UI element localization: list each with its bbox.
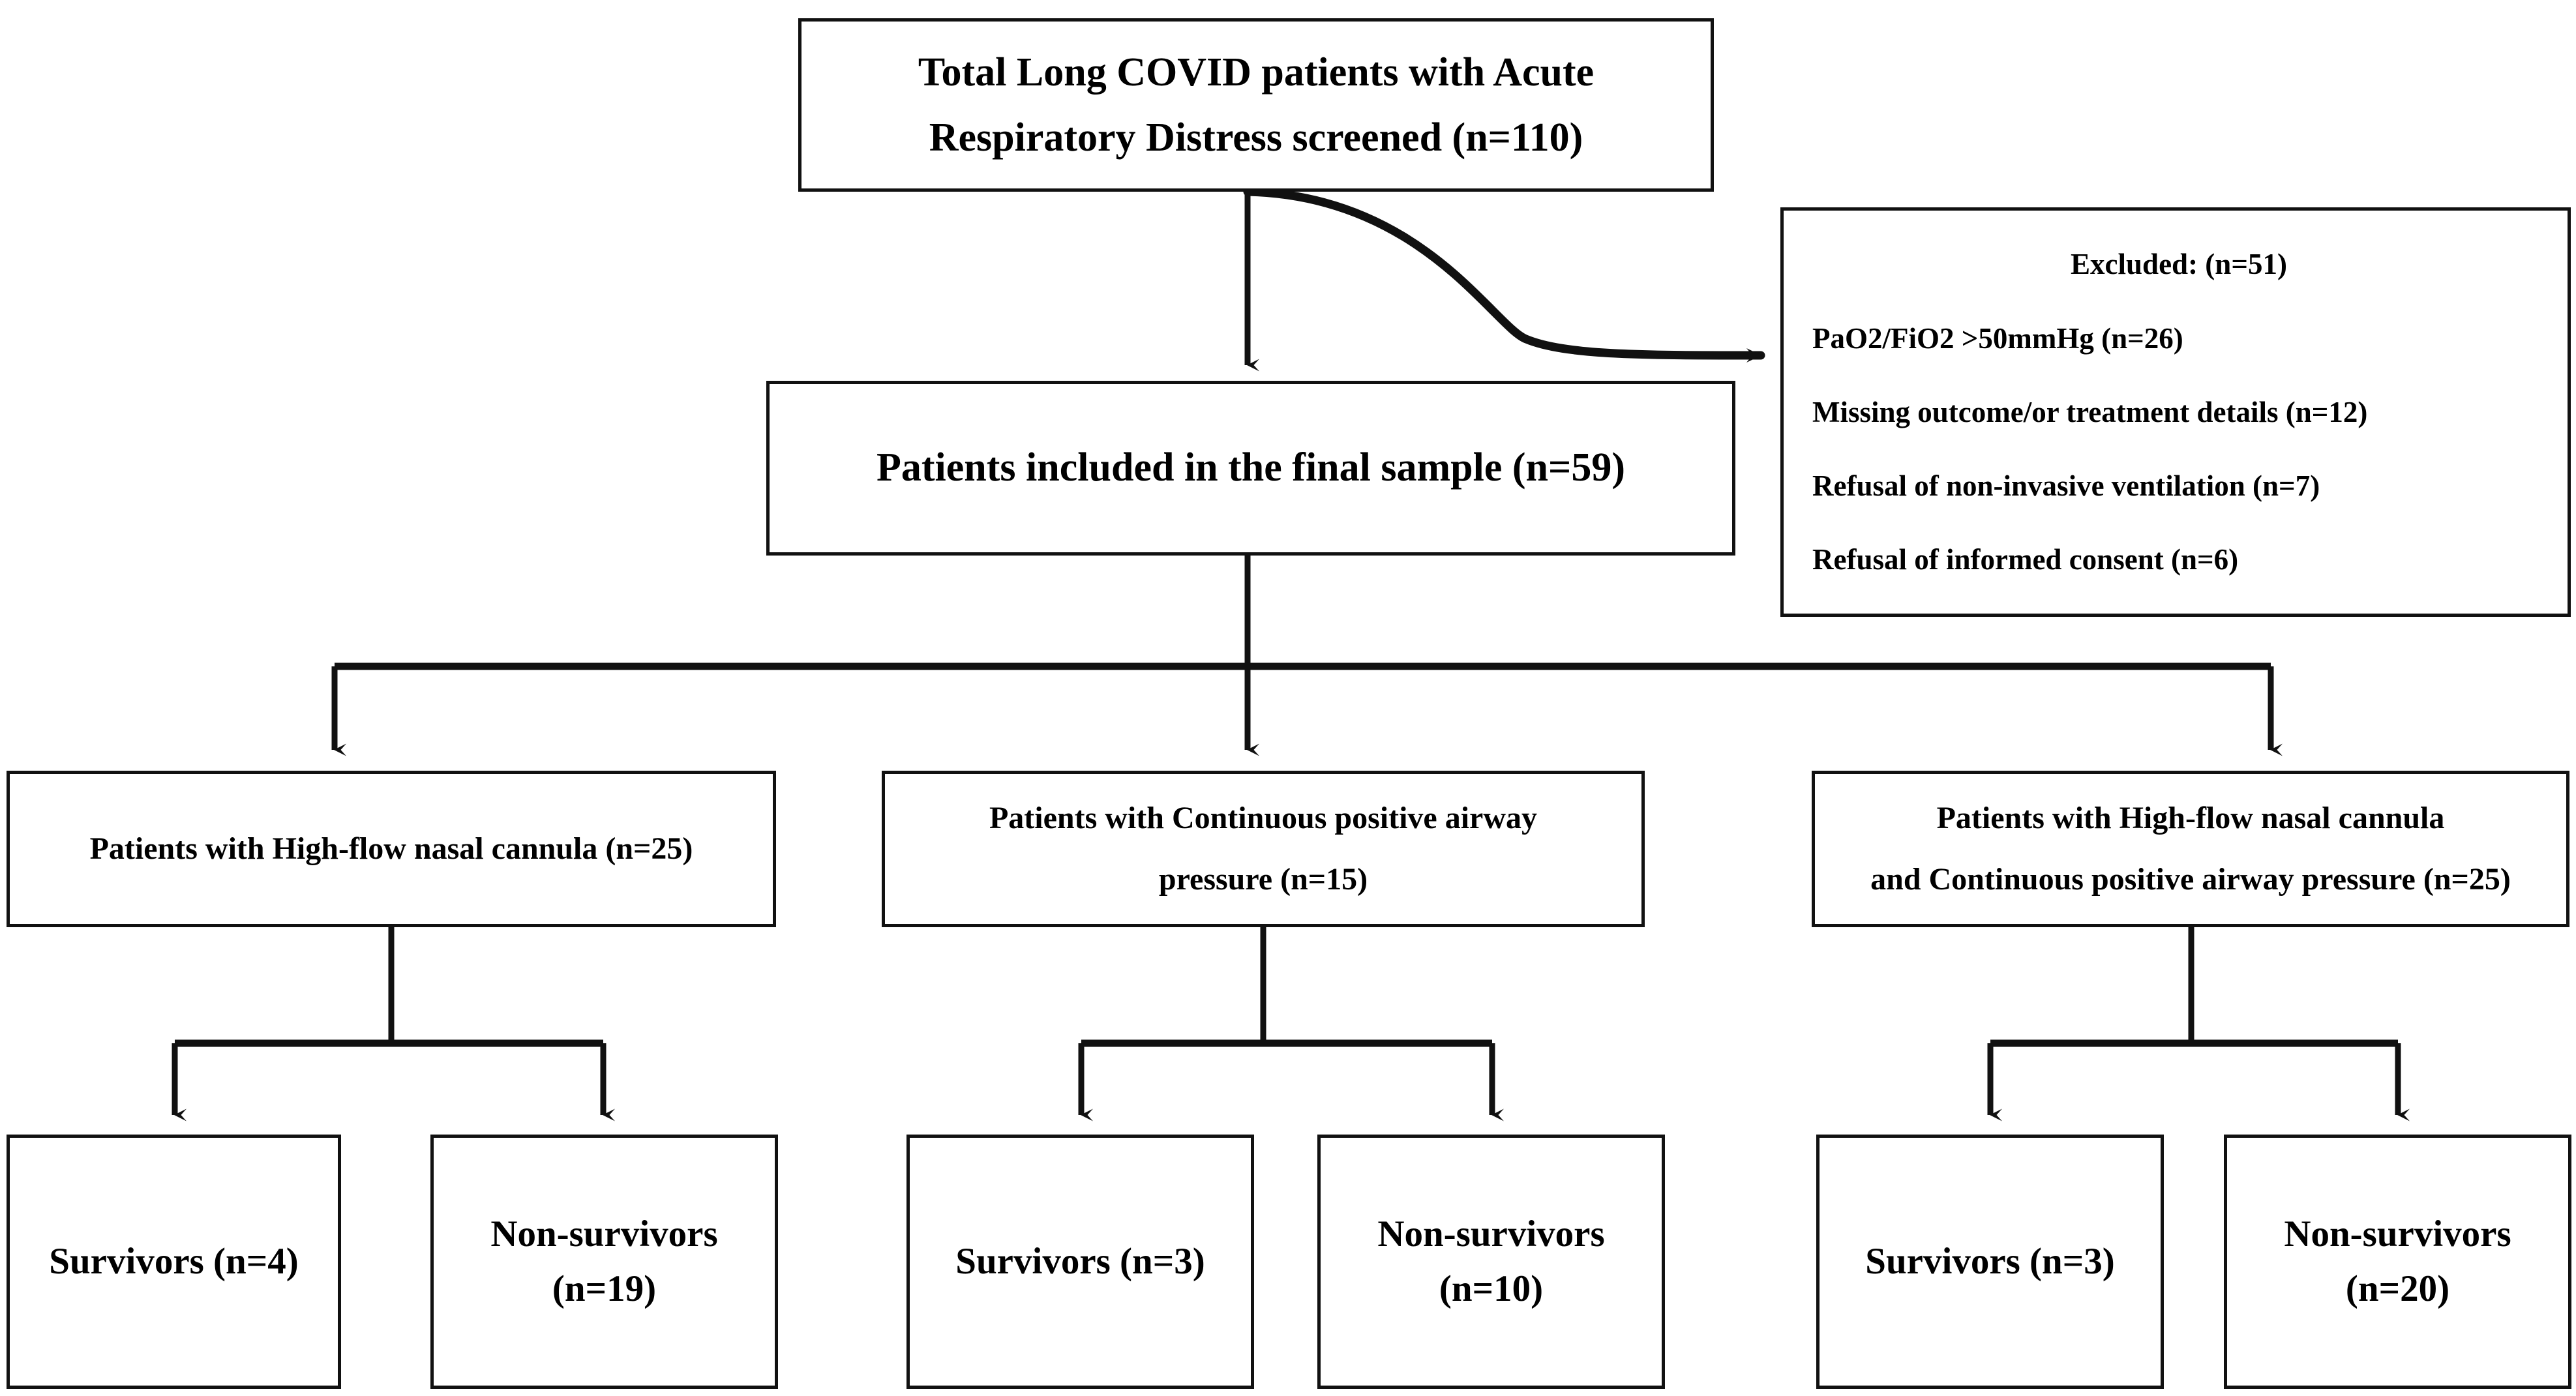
- node-group-hfnc-and-cpap-line-2: and Continuous positive airway pressure …: [1870, 862, 2511, 897]
- connector-screened-to-excluded: [1243, 187, 1765, 363]
- node-outcome-cpap-survivors-line-1: Survivors (n=3): [955, 1240, 1205, 1282]
- excluded-title: Excluded: (n=51): [2071, 248, 2287, 281]
- node-outcome-cpap-non-survivors-line-1: Non-survivors: [1377, 1213, 1605, 1255]
- excluded-reason-pao2-fio2: PaO2/FiO2 >50mmHg (n=26): [1812, 321, 2183, 355]
- node-outcome-hfnc-survivors-line-1: Survivors (n=4): [49, 1240, 299, 1282]
- node-outcome-hfnc-cpap-non-survivors-line-1: Non-survivors: [2284, 1213, 2511, 1255]
- node-group-cpap: Patients with Continuous positive airway…: [882, 771, 1645, 927]
- node-outcome-hfnc-cpap-non-survivors: Non-survivors (n=20): [2224, 1135, 2571, 1389]
- node-group-cpap-line-2: pressure (n=15): [1158, 862, 1368, 897]
- excluded-reason-refusal-consent: Refusal of informed consent (n=6): [1812, 543, 2239, 576]
- node-outcome-hfnc-non-survivors-line-2: (n=19): [552, 1268, 657, 1309]
- node-outcome-hfnc-cpap-survivors-line-1: Survivors (n=3): [1865, 1240, 2115, 1282]
- node-screened-line-2: Respiratory Distress screened (n=110): [929, 115, 1583, 160]
- node-excluded: Excluded: (n=51) PaO2/FiO2 >50mmHg (n=26…: [1780, 207, 2571, 617]
- excluded-reason-refusal-ventilation: Refusal of non-invasive ventilation (n=7…: [1812, 469, 2320, 503]
- node-screened-line-1: Total Long COVID patients with Acute: [918, 50, 1595, 95]
- node-outcome-hfnc-cpap-non-survivors-line-2: (n=20): [2345, 1268, 2450, 1309]
- node-group-hfnc: Patients with High-flow nasal cannula (n…: [7, 771, 776, 927]
- node-outcome-hfnc-survivors: Survivors (n=4): [7, 1135, 341, 1389]
- node-group-hfnc-line-1: Patients with High-flow nasal cannula (n…: [89, 831, 693, 867]
- node-included-label: Patients included in the final sample (n…: [876, 445, 1625, 490]
- node-group-cpap-line-1: Patients with Continuous positive airway: [989, 801, 1538, 836]
- node-group-hfnc-and-cpap: Patients with High-flow nasal cannula an…: [1812, 771, 2569, 927]
- node-outcome-cpap-survivors: Survivors (n=3): [906, 1135, 1254, 1389]
- node-outcome-hfnc-cpap-survivors: Survivors (n=3): [1816, 1135, 2164, 1389]
- node-included-patients: Patients included in the final sample (n…: [766, 381, 1735, 556]
- node-outcome-cpap-non-survivors-line-2: (n=10): [1439, 1268, 1544, 1309]
- node-group-hfnc-and-cpap-line-1: Patients with High-flow nasal cannula: [1936, 801, 2445, 836]
- excluded-reason-missing-outcome: Missing outcome/or treatment details (n=…: [1812, 395, 2368, 428]
- node-outcome-hfnc-non-survivors: Non-survivors (n=19): [430, 1135, 778, 1389]
- node-outcome-hfnc-non-survivors-line-1: Non-survivors: [490, 1213, 718, 1255]
- node-screened-patients: Total Long COVID patients with Acute Res…: [798, 18, 1714, 192]
- node-outcome-cpap-non-survivors: Non-survivors (n=10): [1317, 1135, 1665, 1389]
